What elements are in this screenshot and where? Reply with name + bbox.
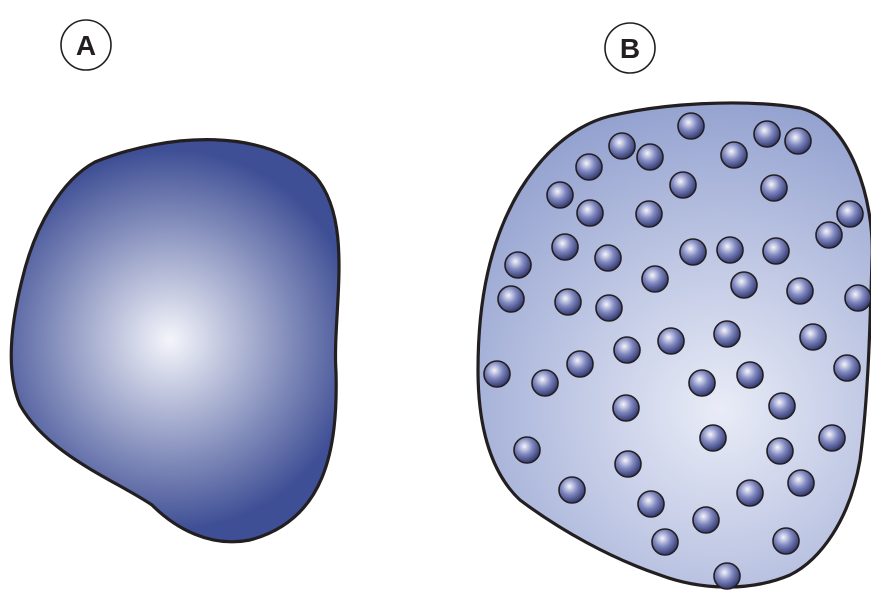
particle <box>731 272 757 298</box>
panel-b-label-badge: B <box>605 23 655 73</box>
particle <box>767 438 793 464</box>
particle <box>567 351 593 377</box>
particle <box>614 337 640 363</box>
particle <box>552 234 578 260</box>
particle <box>788 470 814 496</box>
particle <box>714 321 740 347</box>
particle <box>484 361 510 387</box>
particle <box>834 355 860 381</box>
particle <box>638 491 664 517</box>
particle <box>717 237 743 263</box>
particle <box>816 222 842 248</box>
panel-a: A <box>11 20 339 542</box>
particle <box>577 200 603 226</box>
particle <box>609 133 635 159</box>
particle <box>680 239 706 265</box>
particle <box>613 395 639 421</box>
particle <box>615 451 641 477</box>
particle <box>596 295 622 321</box>
particle <box>498 286 524 312</box>
particle <box>819 425 845 451</box>
particle <box>547 182 573 208</box>
particle <box>763 238 789 264</box>
particle <box>721 142 747 168</box>
particle <box>700 425 726 451</box>
particle <box>800 324 826 350</box>
particle <box>559 477 585 503</box>
particle <box>837 201 863 227</box>
particle <box>754 121 780 147</box>
particle <box>689 370 715 396</box>
particle <box>595 245 621 271</box>
particle <box>636 201 662 227</box>
particle <box>505 252 531 278</box>
particle <box>737 362 763 388</box>
particle <box>773 528 799 554</box>
particle <box>737 480 763 506</box>
particle <box>714 563 740 589</box>
particle <box>845 285 871 311</box>
particle <box>555 289 581 315</box>
panel-b-label: B <box>620 33 640 64</box>
particle <box>642 266 668 292</box>
particle <box>769 393 795 419</box>
particle <box>693 507 719 533</box>
particle <box>532 370 558 396</box>
empty-cell-shape <box>11 140 339 542</box>
particle <box>678 113 704 139</box>
particle <box>785 128 811 154</box>
panel-b: B <box>478 23 871 589</box>
particle <box>652 529 678 555</box>
panel-a-label: A <box>76 30 96 61</box>
particle <box>670 172 696 198</box>
panel-a-label-badge: A <box>61 20 111 70</box>
particle <box>761 175 787 201</box>
particle <box>637 144 663 170</box>
particle <box>658 328 684 354</box>
particle <box>787 278 813 304</box>
particle <box>514 437 540 463</box>
particle <box>576 154 602 180</box>
